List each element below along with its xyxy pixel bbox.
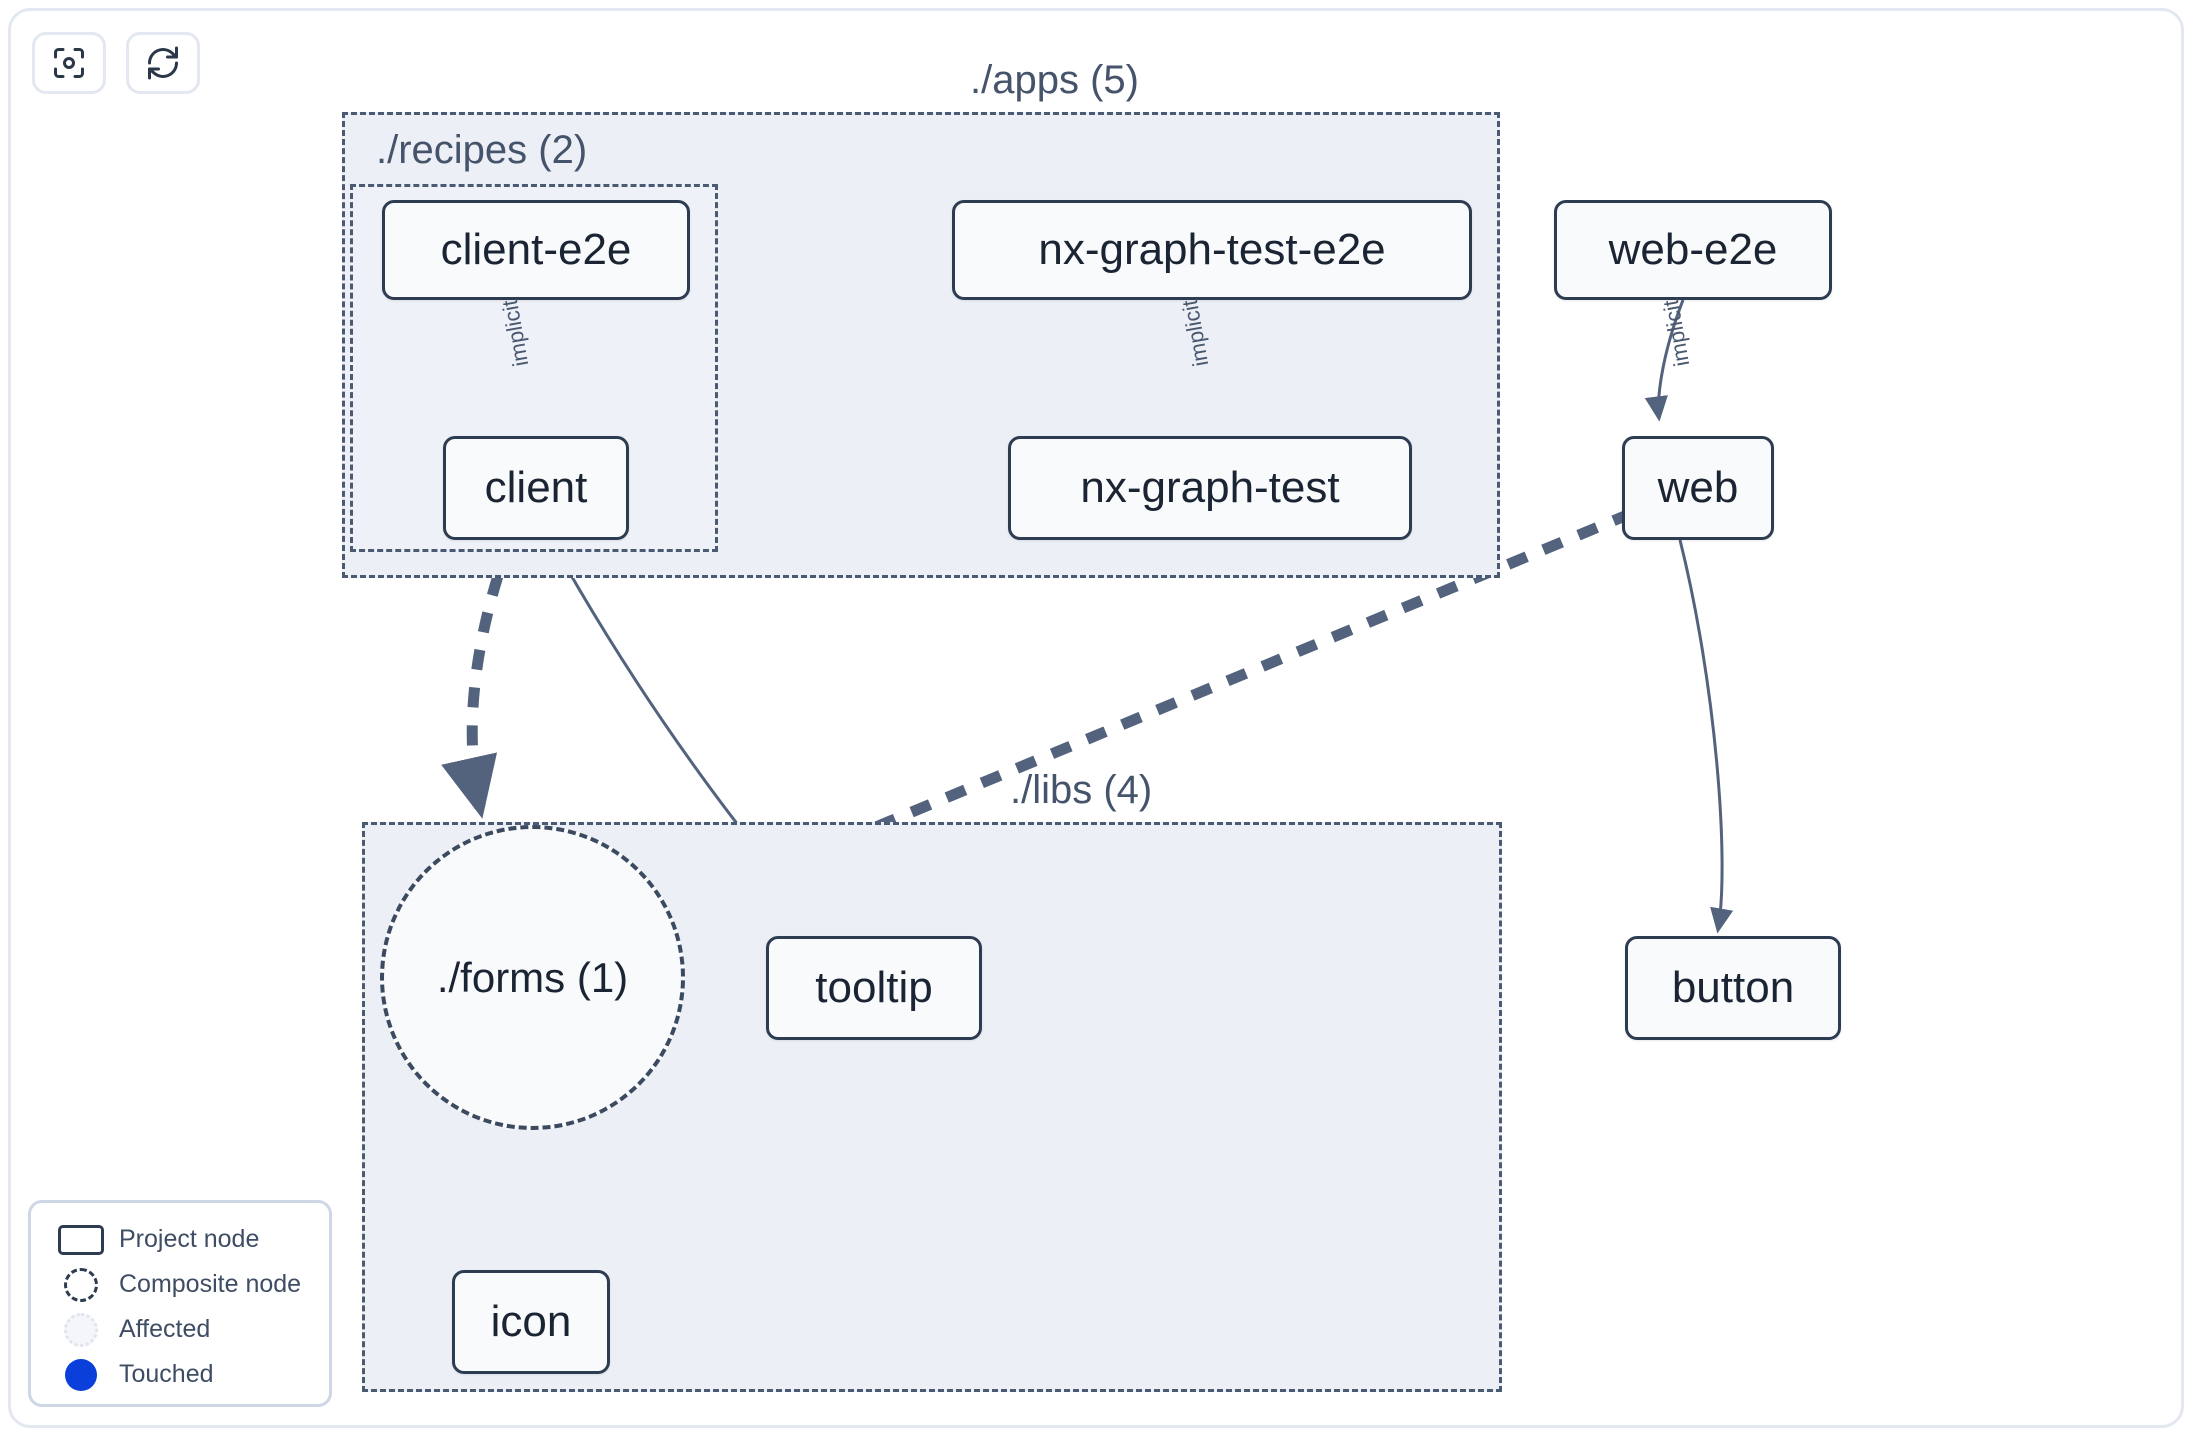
legend-label: Affected [119,1315,211,1343]
node-icon[interactable]: icon [452,1270,610,1374]
node-nx-graph-test[interactable]: nx-graph-test [1008,436,1412,540]
node-web-e2e[interactable]: web-e2e [1554,200,1832,300]
refresh-icon [145,45,181,81]
group-label-apps: ./apps (5) [970,58,1139,102]
refresh-button[interactable] [126,32,200,94]
legend-item-affected: Affected [31,1307,329,1352]
legend-item-composite-node: Composite node [31,1262,329,1307]
graph-legend: Project node Composite node Affected Tou… [28,1200,332,1407]
legend-item-touched: Touched [31,1352,329,1397]
node-client[interactable]: client [443,436,629,540]
node-button[interactable]: button [1625,936,1841,1040]
group-label-recipes: ./recipes (2) [376,128,588,172]
composite-node-symbol-icon [53,1267,109,1302]
graph-toolbar [32,32,200,94]
legend-label: Project node [119,1225,260,1253]
focus-target-button[interactable] [32,32,106,94]
affected-symbol-icon [53,1312,109,1347]
group-label-libs: ./libs (4) [1010,768,1153,812]
project-node-symbol-icon [53,1224,109,1255]
legend-label: Composite node [119,1270,302,1298]
legend-label: Touched [119,1360,214,1388]
node-nx-graph-test-e2e[interactable]: nx-graph-test-e2e [952,200,1472,300]
focus-target-icon [51,45,87,81]
legend-item-project-node: Project node [31,1217,329,1262]
node-client-e2e[interactable]: client-e2e [382,200,690,300]
touched-symbol-icon [53,1358,109,1391]
node-web[interactable]: web [1622,436,1774,540]
node-tooltip[interactable]: tooltip [766,936,982,1040]
node-forms-composite[interactable]: ./forms (1) [380,825,685,1130]
